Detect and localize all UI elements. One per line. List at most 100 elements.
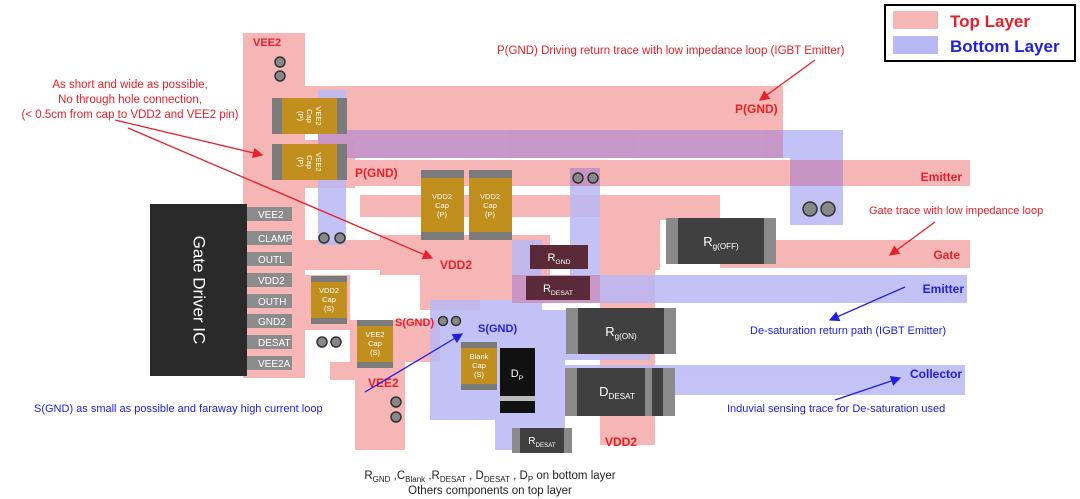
svg-text:VDD2: VDD2: [432, 192, 452, 201]
net-label-emitter-top: Emitter: [921, 170, 963, 184]
rgnd-resistor: [530, 245, 588, 269]
ic-pin-desat: DESAT: [247, 335, 292, 349]
svg-text:VDD2: VDD2: [319, 286, 339, 295]
svg-text:Cap: Cap: [368, 339, 382, 348]
rgon-label: Rg(ON): [605, 324, 637, 341]
legend-bottom-label: Bottom Layer: [950, 37, 1060, 56]
footnote-line-2: Others components on top layer: [408, 485, 572, 497]
ic-pin-label: VEE2A: [258, 359, 291, 370]
vdd2-cap-1: [421, 170, 464, 240]
rdesat-resistor-top: [526, 276, 590, 300]
svg-text:(S): (S): [474, 370, 485, 379]
legend: Top Layer Bottom Layer: [884, 4, 1076, 62]
ic-pin-label: DESAT: [258, 338, 291, 349]
svg-text:Blank: Blank: [470, 352, 489, 361]
ic-pin-clamp: CLAMP: [247, 231, 293, 245]
annotation-induvial: Induvial sensing trace for De-saturation…: [727, 403, 945, 415]
annotation-short-wide-line: As short and wide as possible,: [52, 79, 207, 91]
svg-text:VEE2: VEE2: [314, 152, 323, 171]
net-label-vee2-top: VEE2: [253, 37, 281, 49]
ic-pin-label: OUTL: [258, 255, 285, 266]
ic-pin-vee2a: VEE2A: [247, 356, 292, 370]
via-icons: [274, 56, 836, 423]
rgoff-resistor: [666, 218, 776, 264]
net-label-sgnd-left: S(GND): [395, 317, 434, 329]
svg-text:Cap: Cap: [472, 361, 486, 370]
rgon-resistor: [566, 308, 676, 354]
rdesat-top-label: RDESAT: [543, 283, 573, 297]
ddesat-label: DDESAT: [599, 384, 635, 401]
annotations: As short and wide as possible, No through…: [21, 45, 1043, 415]
ic-pin-outh: OUTH: [247, 294, 292, 308]
net-label-vee2-bottom: VEE2: [368, 376, 399, 390]
dp-label: DP: [511, 368, 524, 382]
svg-text:(P): (P): [296, 157, 305, 168]
legend-bottom-swatch: [893, 36, 938, 54]
vdd2-cap-2: [469, 170, 512, 240]
net-label-emitter-bottom: Emitter: [923, 282, 965, 296]
dp-diode: [500, 348, 535, 413]
blank-cap-s: [461, 342, 497, 390]
rdesat-resistor-bottom: [512, 428, 572, 453]
net-label-gate: Gate: [933, 248, 960, 262]
annotation-arrows: [114, 59, 936, 401]
gate-driver-ic: [150, 204, 247, 376]
svg-text:(S): (S): [324, 304, 335, 313]
annotation-desat-return: De-saturation return path (IGBT Emitter): [750, 325, 946, 337]
ic-pin-label: VDD2: [258, 276, 285, 287]
vee2-cap-s: [357, 320, 393, 368]
rgnd-label: RGND: [547, 252, 570, 266]
rgoff-label: Rg(OFF): [703, 234, 739, 251]
svg-text:VEE2: VEE2: [314, 106, 323, 125]
ic-pin-label: VEE2: [258, 210, 284, 221]
ic-pin-label: GND2: [258, 317, 286, 328]
vee2-cap-1: [272, 98, 347, 134]
svg-text:Cap: Cap: [322, 295, 336, 304]
annotation-sgnd-small: S(GND) as small as possible and faraway …: [34, 403, 323, 415]
annotation-gate-trace: Gate trace with low impedance loop: [869, 205, 1043, 217]
annotation-pgnd-return: P(GND) Driving return trace with low imp…: [497, 45, 845, 57]
net-label-pgnd-right: P(GND): [735, 102, 778, 116]
svg-text:VDD2: VDD2: [480, 192, 500, 201]
legend-top-swatch: [893, 11, 938, 29]
net-label-pgnd-left: P(GND): [355, 166, 398, 180]
vee2-cap-2: [272, 144, 347, 180]
cap-labels: VEE2Cap(P)VEE2Cap(P)VDD2Cap(P)VDD2Cap(P)…: [296, 106, 500, 379]
annotation-short-wide-line: No through hole connection,: [58, 94, 202, 106]
ic-pin-vee2: VEE2: [247, 207, 292, 221]
net-label-vdd2-mid: VDD2: [440, 258, 472, 272]
svg-text:(P): (P): [296, 111, 305, 122]
footnote: RGND ,CBlank ,RDESAT , DDESAT , DP on bo…: [364, 470, 615, 497]
ic-pin-label: OUTH: [258, 297, 286, 308]
svg-text:(P): (P): [437, 210, 448, 219]
components: [500, 218, 776, 453]
net-labels: VEE2P(GND)P(GND)VDD2S(GND)S(GND)VEE2VDD2…: [253, 37, 964, 449]
net-label-collector: Collector: [910, 367, 962, 381]
svg-text:Cap: Cap: [305, 109, 314, 123]
ddesat-diode: [565, 368, 675, 416]
ic-title: Gate Driver IC: [190, 236, 209, 345]
svg-text:Cap: Cap: [483, 201, 497, 210]
svg-text:VEE2: VEE2: [365, 330, 384, 339]
annotation-short-wide-line: (< 0.5cm from cap to VDD2 and VEE2 pin): [21, 109, 238, 121]
svg-text:(P): (P): [485, 210, 496, 219]
ic-pin-outl: OUTL: [247, 252, 292, 266]
net-label-vdd2-bottom: VDD2: [605, 435, 637, 449]
svg-text:Cap: Cap: [435, 201, 449, 210]
component-labels: Rg(OFF) RGND RDESAT Rg(ON) DP DDESAT RDESAT: [511, 234, 739, 449]
ic-pin-vdd2: VDD2: [247, 273, 292, 287]
rdesat-bottom-label: RDESAT: [528, 436, 556, 449]
net-label-sgnd-right: S(GND): [478, 323, 517, 335]
ic-pin-gnd2: GND2: [247, 314, 292, 328]
vdd2-cap-s: [311, 276, 347, 324]
svg-text:Cap: Cap: [305, 155, 314, 169]
